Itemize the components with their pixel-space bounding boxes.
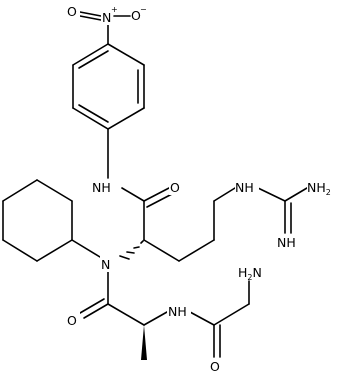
atom-tertiary-n: N <box>101 257 110 272</box>
atom-nitro-o-right: O <box>131 8 141 23</box>
atom-carbonyl-o-2: O <box>67 313 77 328</box>
atom-amide-nh: NH <box>168 304 187 319</box>
atom-anilide-nh: NH <box>92 180 111 195</box>
stereo-hash-1 <box>119 240 144 260</box>
atom-guanidine-imine: NH <box>277 235 296 250</box>
atom-nitro-o-top: O <box>67 4 77 19</box>
atom-guanidine-nh2: NH2 <box>307 180 331 197</box>
charge-minus: − <box>140 5 147 14</box>
atom-nitro-n: N <box>102 10 111 25</box>
charge-plus: + <box>111 5 118 14</box>
atom-carbonyl-o-1: O <box>170 180 180 195</box>
atom-guanidine-nh: NH <box>235 180 254 195</box>
atom-glycine-nh2: H2N <box>238 265 262 282</box>
atom-labels: O N + O − NH O NH NH2 NH N O NH <box>66 3 337 374</box>
stereo-wedge <box>141 325 147 360</box>
atom-carbonyl-o-3: O <box>210 359 220 374</box>
bond-lines <box>2 11 308 360</box>
